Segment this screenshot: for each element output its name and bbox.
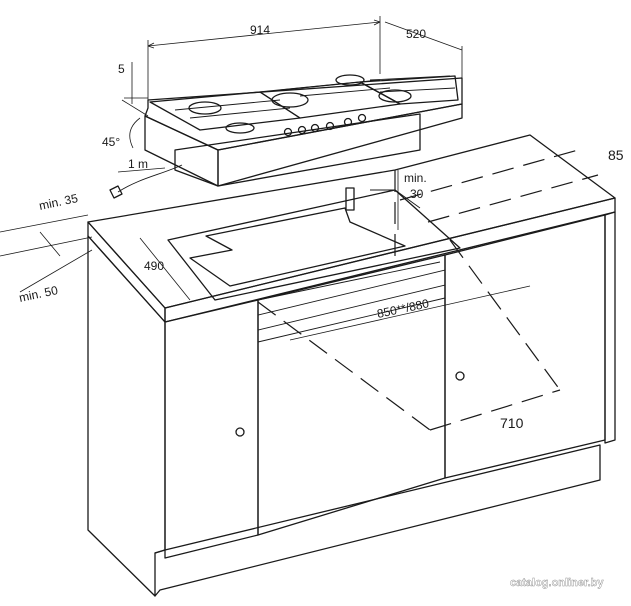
cutout-outline: [167, 189, 461, 301]
oven-shelf-line-3: [257, 297, 446, 343]
power-cable: [117, 164, 183, 193]
knob-icon: [343, 117, 353, 127]
hob-top-plate: [144, 77, 463, 151]
knob-icon: [283, 127, 293, 137]
cabinet-front-oven: [257, 254, 446, 536]
burner-icon: [335, 74, 365, 86]
gas-connector: [345, 187, 355, 211]
plug-icon: [109, 185, 123, 199]
knob-icon: [325, 121, 335, 131]
left-door-knob: [235, 427, 245, 437]
burner-icon: [378, 89, 412, 103]
knob-icon: [297, 125, 307, 135]
control-knobs: [283, 113, 367, 137]
oven-dashed-outline: [257, 149, 599, 431]
oven-shelf-line-2: [257, 284, 446, 331]
label-hob-depth: 520: [406, 27, 426, 41]
label-hob-width: 914: [250, 23, 270, 37]
watermark: catalog.onliner.by: [510, 577, 604, 589]
cutout-inner-line: [257, 261, 441, 301]
label-min-side: min. 35: [38, 191, 80, 213]
burners: [188, 74, 412, 134]
hob-body-front: [144, 115, 219, 187]
cutout-insert: [189, 207, 406, 287]
label-min-rear: min.: [404, 171, 427, 185]
knob-icon: [310, 123, 320, 133]
label-min-front: min. 50: [18, 283, 60, 305]
label-hob-height: 5: [118, 62, 125, 76]
label-oven-depth: 710: [500, 415, 524, 431]
label-min-rear-value: 30: [410, 187, 424, 201]
label-hob-angle: 45°: [102, 135, 120, 149]
oven-shelf-line-1: [257, 269, 446, 316]
cabinet-left-panel: [87, 235, 166, 597]
dimension-lines: [0, 16, 531, 341]
burner-icon: [188, 101, 222, 115]
cabinet-right-side: [604, 211, 616, 444]
label-rear-depth: 85: [608, 147, 624, 163]
label-cutout-depth: 490: [144, 259, 164, 273]
burner-icon: [225, 122, 255, 134]
cabinet-front-right-door: [444, 214, 606, 479]
burner-icon: [271, 92, 309, 108]
dimension-labels: 914 520 5 45° 1 m min. 35 min. 50 490 85…: [18, 23, 624, 431]
hob-bottom-box: [174, 113, 421, 187]
pan-supports: [149, 75, 459, 131]
kitchen-cabinet: [87, 134, 616, 597]
cabinet-front-left-door: [164, 299, 259, 559]
worktop-cutout: [167, 187, 461, 301]
knob-icon: [357, 113, 367, 123]
label-cable-length: 1 m: [128, 157, 148, 171]
cabinet-plinth: [154, 444, 601, 597]
right-door-knob: [455, 371, 465, 381]
